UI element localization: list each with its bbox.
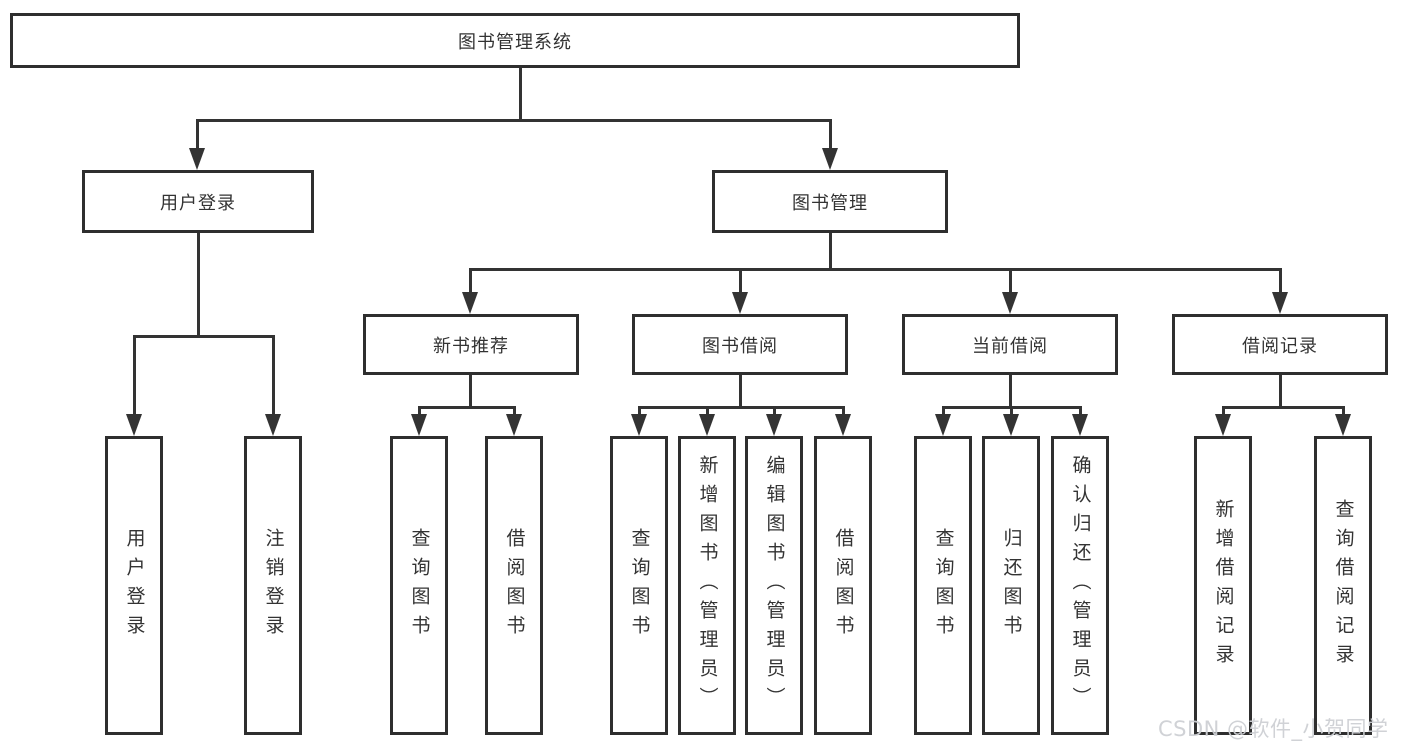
arrow-down-icon (699, 414, 715, 436)
leaf-label: 确认归还（管理员） (1069, 455, 1092, 716)
node-label: 当前借阅 (972, 335, 1048, 357)
connector-line (829, 232, 832, 271)
node-new-book-recommend: 新书推荐 (363, 314, 579, 375)
arrow-down-icon (1072, 414, 1088, 436)
arrow-down-icon (822, 148, 838, 170)
connector-line (1279, 268, 1282, 294)
connector-line (1222, 406, 1225, 416)
connector-line (739, 268, 742, 294)
leaf-confirm-return-admin: 确认归还（管理员） (1051, 436, 1109, 735)
arrow-down-icon (1272, 292, 1288, 314)
connector-line (196, 119, 199, 150)
leaf-user-login: 用户登录 (105, 436, 163, 735)
connector-line (272, 335, 275, 416)
arrow-down-icon (1335, 414, 1351, 436)
leaf-add-book-admin: 新增图书（管理员） (678, 436, 736, 735)
arrow-down-icon (189, 148, 205, 170)
node-label: 图书借阅 (702, 335, 778, 357)
connector-line (773, 406, 776, 416)
node-label: 图书管理 (792, 192, 868, 214)
leaf-label: 借阅图书 (503, 527, 526, 644)
connector-line (1010, 406, 1013, 416)
connector-line (133, 335, 275, 338)
connector-line (739, 375, 742, 409)
arrow-down-icon (506, 414, 522, 436)
connector-line (842, 406, 845, 416)
connector-line (197, 233, 200, 337)
leaf-label: 新增借阅记录 (1212, 498, 1235, 673)
leaf-logout: 注销登录 (244, 436, 302, 735)
arrow-down-icon (1003, 414, 1019, 436)
leaf-query-books-current: 查询图书 (914, 436, 972, 735)
connector-line (469, 268, 1282, 271)
connector-line (418, 406, 421, 416)
leaf-label: 编辑图书（管理员） (763, 455, 786, 716)
node-user-login: 用户登录 (82, 170, 314, 233)
csdn-watermark: CSDN @软件_小贺同学 (1158, 717, 1389, 741)
connector-line (638, 406, 641, 416)
node-label: 图书管理系统 (458, 31, 572, 53)
node-label: 用户登录 (160, 192, 236, 214)
leaf-label: 注销登录 (262, 527, 285, 644)
connector-line (418, 406, 516, 409)
connector-line (133, 335, 136, 416)
arrow-down-icon (1215, 414, 1231, 436)
arrow-down-icon (732, 292, 748, 314)
node-label: 借阅记录 (1242, 335, 1318, 357)
node-book-management: 图书管理 (712, 170, 948, 233)
leaf-query-books-recommend: 查询图书 (390, 436, 448, 735)
arrow-down-icon (411, 414, 427, 436)
connector-line (519, 68, 522, 122)
leaf-label: 归还图书 (1000, 527, 1023, 644)
arrow-down-icon (766, 414, 782, 436)
connector-line (513, 406, 516, 416)
connector-line (1222, 406, 1345, 409)
node-borrowing-records: 借阅记录 (1172, 314, 1388, 375)
leaf-query-borrow-record: 查询借阅记录 (1314, 436, 1372, 735)
leaf-label: 查询借阅记录 (1332, 498, 1355, 673)
node-label: 新书推荐 (433, 335, 509, 357)
arrow-down-icon (126, 414, 142, 436)
connector-line (1009, 375, 1012, 409)
arrow-down-icon (935, 414, 951, 436)
arrow-down-icon (835, 414, 851, 436)
arrow-down-icon (1002, 292, 1018, 314)
leaf-return-book: 归还图书 (982, 436, 1040, 735)
arrow-down-icon (631, 414, 647, 436)
connector-line (196, 119, 832, 122)
connector-line (1079, 406, 1082, 416)
connector-line (1009, 268, 1012, 294)
leaf-label: 用户登录 (123, 527, 146, 644)
connector-line (942, 406, 945, 416)
connector-line (706, 406, 709, 416)
leaf-label: 查询图书 (932, 527, 955, 644)
node-book-borrowing: 图书借阅 (632, 314, 848, 375)
connector-line (1279, 375, 1282, 409)
connector-line (469, 375, 472, 409)
node-current-borrowing: 当前借阅 (902, 314, 1118, 375)
leaf-borrow-books-recommend: 借阅图书 (485, 436, 543, 735)
arrow-down-icon (462, 292, 478, 314)
leaf-query-books-borrowing: 查询图书 (610, 436, 668, 735)
leaf-label: 借阅图书 (832, 527, 855, 644)
connector-line (829, 119, 832, 150)
leaf-label: 新增图书（管理员） (696, 455, 719, 716)
node-library-system: 图书管理系统 (10, 13, 1020, 68)
leaf-edit-book-admin: 编辑图书（管理员） (745, 436, 803, 735)
leaf-borrow-books: 借阅图书 (814, 436, 872, 735)
leaf-label: 查询图书 (408, 527, 431, 644)
leaf-add-borrow-record: 新增借阅记录 (1194, 436, 1252, 735)
arrow-down-icon (265, 414, 281, 436)
connector-line (469, 268, 472, 294)
connector-line (638, 406, 845, 409)
leaf-label: 查询图书 (628, 527, 651, 644)
connector-line (1342, 406, 1345, 416)
